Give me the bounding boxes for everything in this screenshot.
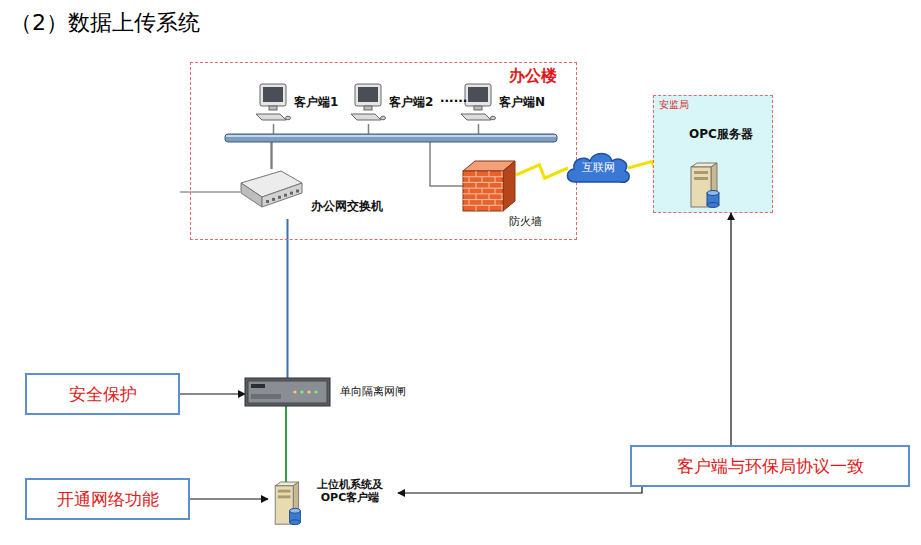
callout-box: 安全保护 <box>25 373 180 415</box>
node-label: 客户端N <box>499 95 545 109</box>
ellipsis-label: ...... <box>440 91 467 105</box>
client-pc: 客户端2 <box>351 84 438 129</box>
network-bus <box>225 134 557 142</box>
node-label: OPC服务器 <box>689 127 753 141</box>
callout-arrow <box>190 498 268 499</box>
internet-cloud: 互联网 <box>565 148 631 188</box>
callout-text: 客户端与环保局协议一致 <box>677 456 864 476</box>
client-pc: 客户端1 <box>256 84 343 129</box>
node-label: 办公楼 <box>509 66 557 85</box>
node-label: 互联网 <box>582 161 615 174</box>
server-icon <box>268 482 304 528</box>
callout-arrow <box>180 393 245 394</box>
switch-uplink-wire <box>180 191 240 193</box>
network-link <box>272 124 369 169</box>
node-label: 客户端1 <box>294 95 338 109</box>
client-pc: 客户端N <box>461 84 550 129</box>
node-label: 客户端2 <box>389 95 433 109</box>
callout-arrow <box>730 213 731 445</box>
switch-icon <box>239 169 304 219</box>
callout-arrow <box>398 487 642 493</box>
node-label: 防火墙 <box>509 215 542 228</box>
server-icon <box>683 163 723 211</box>
callout-box: 开通网络功能 <box>25 478 190 520</box>
callout-box: 客户端与环保局协议一致 <box>630 445 910 487</box>
firewall: 防火墙 <box>463 161 546 233</box>
isolation-gateway: 单向隔离网闸 <box>245 378 425 408</box>
callout-text: 安全保护 <box>69 384 137 404</box>
host-opc-client: 上位机系统及 OPC客户端 <box>268 478 398 530</box>
node-label: 单向隔离网闸 <box>340 385 406 398</box>
gateway-icon <box>245 378 330 406</box>
network-link <box>285 406 287 482</box>
office-switch: 办公网交换机 <box>239 169 389 219</box>
lightning-link <box>516 165 568 178</box>
computer-icon <box>256 84 291 124</box>
network-link <box>287 219 289 378</box>
node-label: 安监局 <box>659 99 689 111</box>
node-label: 办公网交换机 <box>311 199 383 213</box>
node-label: 上位机系统及 OPC客户端 <box>314 478 386 504</box>
diagram-title: （2）数据上传系统 <box>10 8 200 38</box>
office-building-region: 办公楼客户端1 客户端2 客户端N 办公网交换机防火墙 <box>190 62 577 240</box>
network-link <box>272 124 479 169</box>
bus-highlight <box>226 135 556 137</box>
opc-server: OPC服务器 <box>683 127 765 213</box>
supervision-bureau-region: 安监局 OPC服务器 <box>653 95 773 213</box>
callout-text: 开通网络功能 <box>57 489 159 509</box>
computer-icon <box>351 84 386 124</box>
network-link <box>272 138 464 186</box>
firewall-icon <box>463 161 515 211</box>
